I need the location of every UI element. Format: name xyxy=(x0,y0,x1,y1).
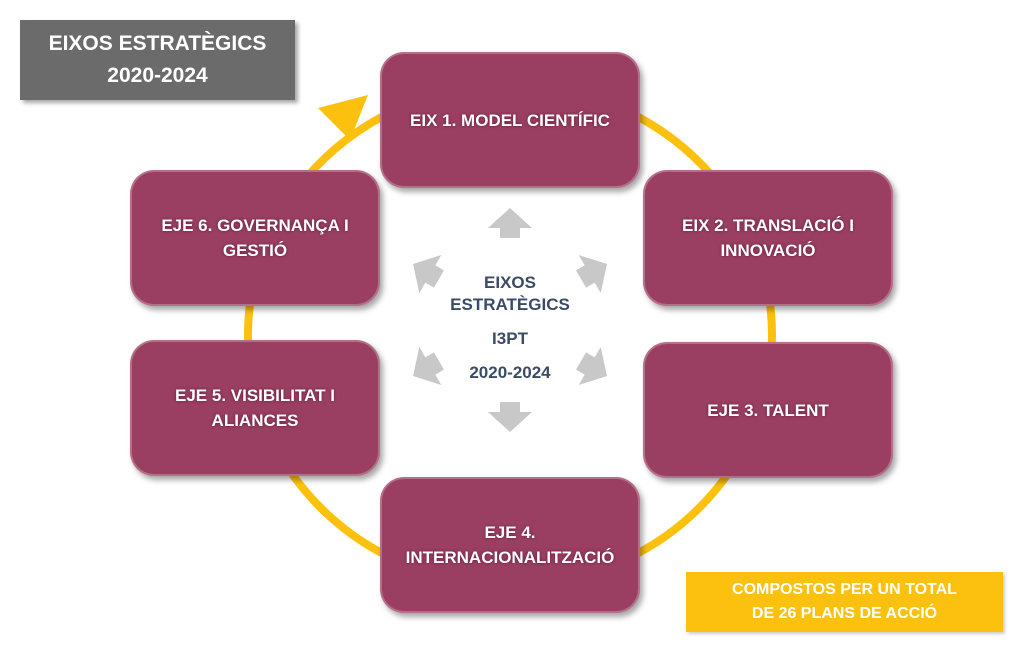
center-line-3: I3PT xyxy=(492,329,528,348)
center-line-1: EIXOS xyxy=(484,273,536,292)
axis-box-5: EJE 5. VISIBILITAT I ALIANCES xyxy=(130,340,380,476)
center-label: EIXOS ESTRATÈGICS I3PT 2020-2024 xyxy=(430,272,590,384)
axis-label: EJE 5. VISIBILITAT I ALIANCES xyxy=(175,386,335,430)
axis-label: EJE 3. TALENT xyxy=(707,400,829,420)
axis-box-3: EJE 3. TALENT xyxy=(643,342,893,478)
plans-note: COMPOSTOS PER UN TOTAL DE 26 PLANS DE AC… xyxy=(686,572,1003,632)
axis-box-1: EIX 1. MODEL CIENTÍFIC xyxy=(380,52,640,188)
arrow-down-icon xyxy=(488,402,532,432)
page-title: EIXOS ESTRATÈGICS 2020-2024 xyxy=(20,20,295,100)
axis-box-6: EJE 6. GOVERNANÇA I GESTIÓ xyxy=(130,170,380,306)
axis-label: EJE 4. INTERNACIONALITZACIÓ xyxy=(405,523,615,567)
axis-box-4: EJE 4. INTERNACIONALITZACIÓ xyxy=(380,477,640,613)
center-line-4: 2020-2024 xyxy=(469,363,551,382)
axis-box-2: EIX 2. TRANSLACIÓ I INNOVACIÓ xyxy=(643,170,893,306)
arrow-downright-icon xyxy=(576,346,607,386)
center-line-2: ESTRATÈGICS xyxy=(450,295,570,314)
axis-label: EIX 2. TRANSLACIÓ I INNOVACIÓ xyxy=(682,216,854,260)
axis-label: EIX 1. MODEL CIENTÍFIC xyxy=(410,110,610,130)
arrow-upleft-icon xyxy=(413,254,444,294)
note-line-2: DE 26 PLANS DE ACCIÓ xyxy=(751,605,938,622)
cycle-arrowhead-icon xyxy=(318,95,368,140)
arrow-up-icon xyxy=(488,208,532,238)
arrow-upright-icon xyxy=(576,254,607,294)
axis-label: EJE 6. GOVERNANÇA I GESTIÓ xyxy=(161,216,349,260)
center-arrows xyxy=(413,208,607,432)
arrow-downleft-icon xyxy=(413,346,444,386)
title-line-1: EIXOS ESTRATÈGICS xyxy=(48,32,267,55)
note-line-1: COMPOSTOS PER UN TOTAL xyxy=(732,581,957,598)
title-line-2: 2020-2024 xyxy=(107,64,208,87)
